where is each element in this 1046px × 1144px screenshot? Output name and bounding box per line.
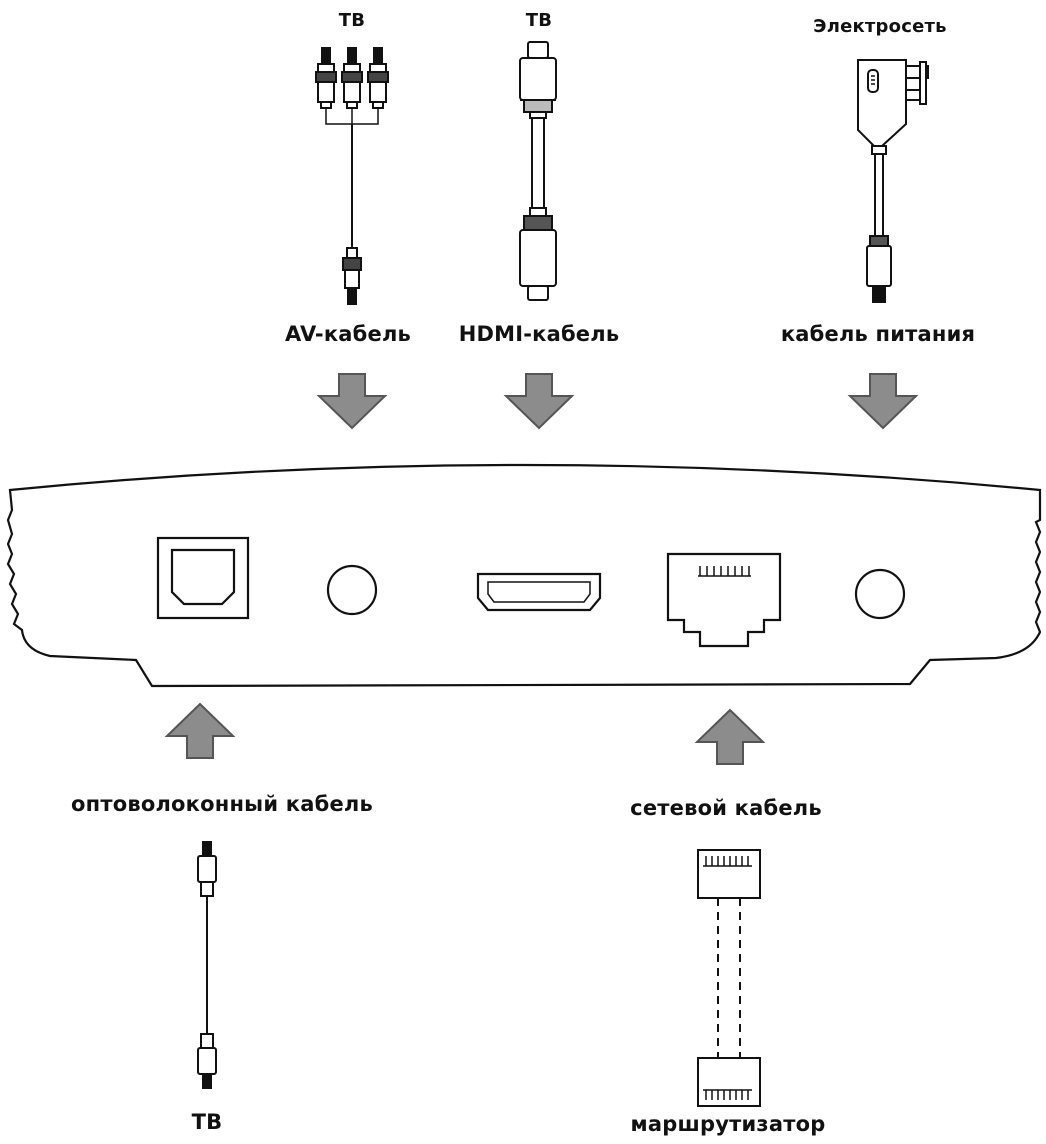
power-port xyxy=(854,568,906,620)
label-av-cable: AV-кабель xyxy=(284,322,412,346)
optical-cable-icon xyxy=(197,841,217,1089)
av-rca-cable-icon xyxy=(315,47,389,305)
label-bottom-tv: ТВ xyxy=(191,1110,223,1134)
arrow-down-av-icon xyxy=(318,373,386,429)
label-top-tv-av: ТВ xyxy=(338,10,366,31)
arrow-up-optical-icon xyxy=(166,703,234,759)
label-router: маршрутизатор xyxy=(630,1112,826,1136)
hdmi-cable-icon xyxy=(519,41,557,301)
arrow-up-network-icon xyxy=(696,709,764,765)
arrow-down-hdmi-icon xyxy=(505,373,573,429)
arrow-down-power-icon xyxy=(849,373,917,429)
label-power-cable: кабель питания xyxy=(780,322,976,346)
label-network-cable: сетевой кабель xyxy=(630,796,822,820)
label-top-tv-hdmi: ТВ xyxy=(525,10,553,31)
label-optical-cable: оптоволоконный кабель xyxy=(71,792,373,816)
ethernet-cable-icon xyxy=(697,849,761,1107)
ethernet-port xyxy=(666,552,782,648)
device-back-panel xyxy=(6,463,1042,688)
label-hdmi-cable: HDMI-кабель xyxy=(458,322,620,346)
av-port xyxy=(326,564,378,616)
label-power-source: Электросеть xyxy=(813,16,947,37)
power-plug-cable-icon xyxy=(857,59,929,303)
